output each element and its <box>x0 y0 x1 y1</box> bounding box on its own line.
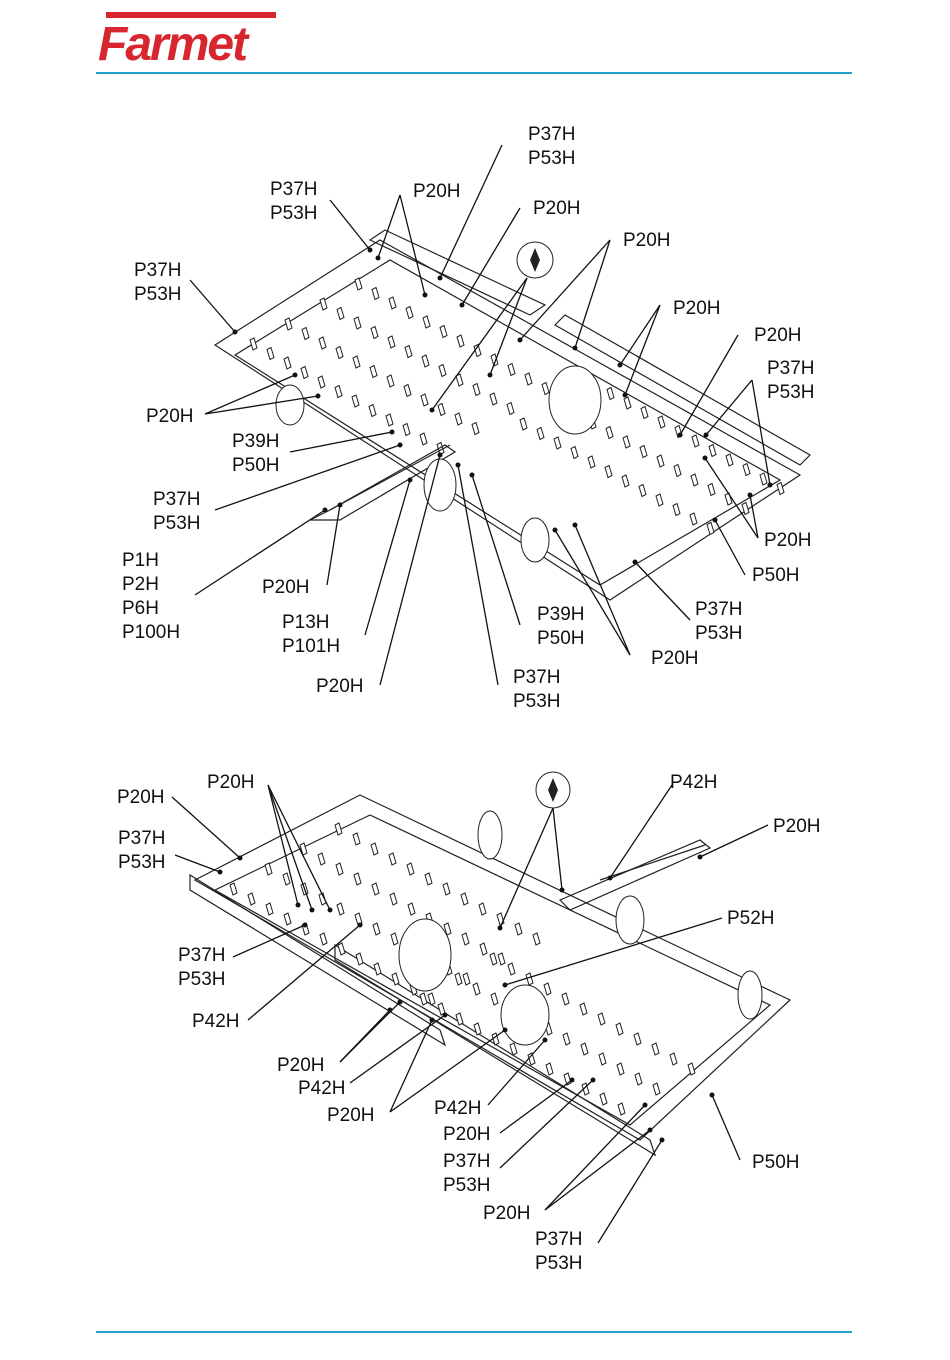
callout-b11: P20H <box>327 1105 375 1126</box>
machine-drawing-top <box>215 230 810 600</box>
callout-t16: P20H <box>316 676 364 697</box>
callout-b9: P20H <box>277 1055 325 1076</box>
callout-t3: P20H <box>413 181 461 202</box>
callout-b8: P42H <box>192 1011 240 1032</box>
callout-b12: P42H <box>434 1098 482 1119</box>
callout-t10: P20H <box>146 406 194 427</box>
callout-b2: P20H <box>207 772 255 793</box>
farmet-logo: Farmet <box>96 10 281 66</box>
header-rule <box>96 72 852 74</box>
callout-t21: P50H <box>752 565 800 586</box>
callout-b1: P20H <box>117 787 165 808</box>
callout-t6: P20H <box>623 230 671 251</box>
callout-b3: P42H <box>670 772 718 793</box>
callout-t8: P20H <box>754 325 802 346</box>
machine-drawing-bottom <box>190 772 790 1155</box>
callout-b15: P50H <box>752 1152 800 1173</box>
callout-b6: P52H <box>727 908 775 929</box>
callout-t22: P20H <box>764 530 812 551</box>
callout-t4: P20H <box>533 198 581 219</box>
callout-b13: P20H <box>443 1124 491 1145</box>
callout-t7: P20H <box>673 298 721 319</box>
callout-b4: P20H <box>773 816 821 837</box>
callout-t19: P20H <box>651 648 699 669</box>
callout-b16: P20H <box>483 1203 531 1224</box>
svg-text:Farmet: Farmet <box>98 18 250 66</box>
footer-rule <box>96 1331 852 1333</box>
callout-b10: P42H <box>298 1078 346 1099</box>
callout-t14: P20H <box>262 577 310 598</box>
